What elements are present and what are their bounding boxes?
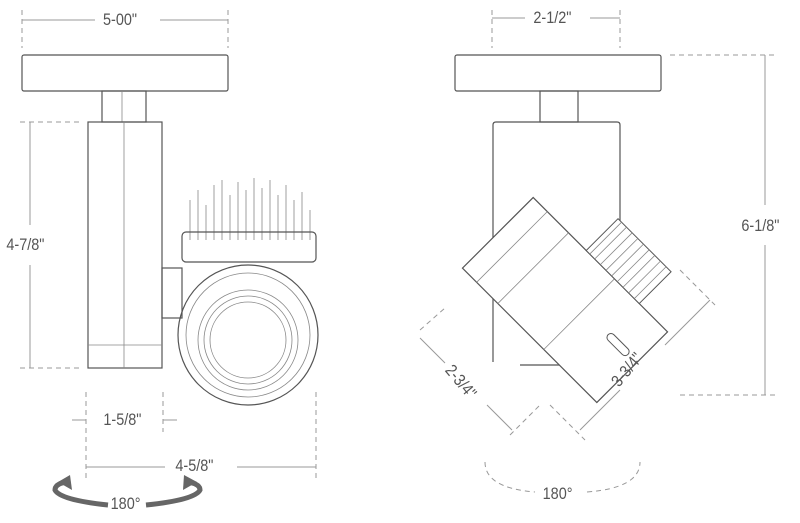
side-stem (539, 90, 579, 123)
front-view (21, 54, 319, 406)
front-rotation-label: 180° (110, 494, 141, 513)
front-canopy-width-label: 5-00" (103, 10, 138, 29)
rotation-arrow-icon (52, 475, 203, 508)
front-stem (101, 90, 147, 123)
body-width-label: 1-5/8" (103, 410, 142, 429)
front-canopy (21, 54, 229, 92)
side-head (461, 196, 672, 404)
side-tilt-label: 180° (542, 484, 573, 503)
front-body (87, 121, 163, 369)
body-height-label: 4-7/8" (6, 235, 45, 254)
side-canopy (454, 54, 662, 92)
side-view (454, 54, 672, 404)
tilt-arc (484, 461, 641, 493)
overall-height-label: 6-1/8" (741, 216, 780, 235)
front-lens-housing (177, 264, 319, 406)
heat-sink-fins (189, 178, 311, 240)
front-pivot (161, 267, 183, 319)
overall-width-label: 4-5/8" (175, 456, 214, 475)
side-canopy-width-label: 2-1/2" (533, 8, 572, 27)
